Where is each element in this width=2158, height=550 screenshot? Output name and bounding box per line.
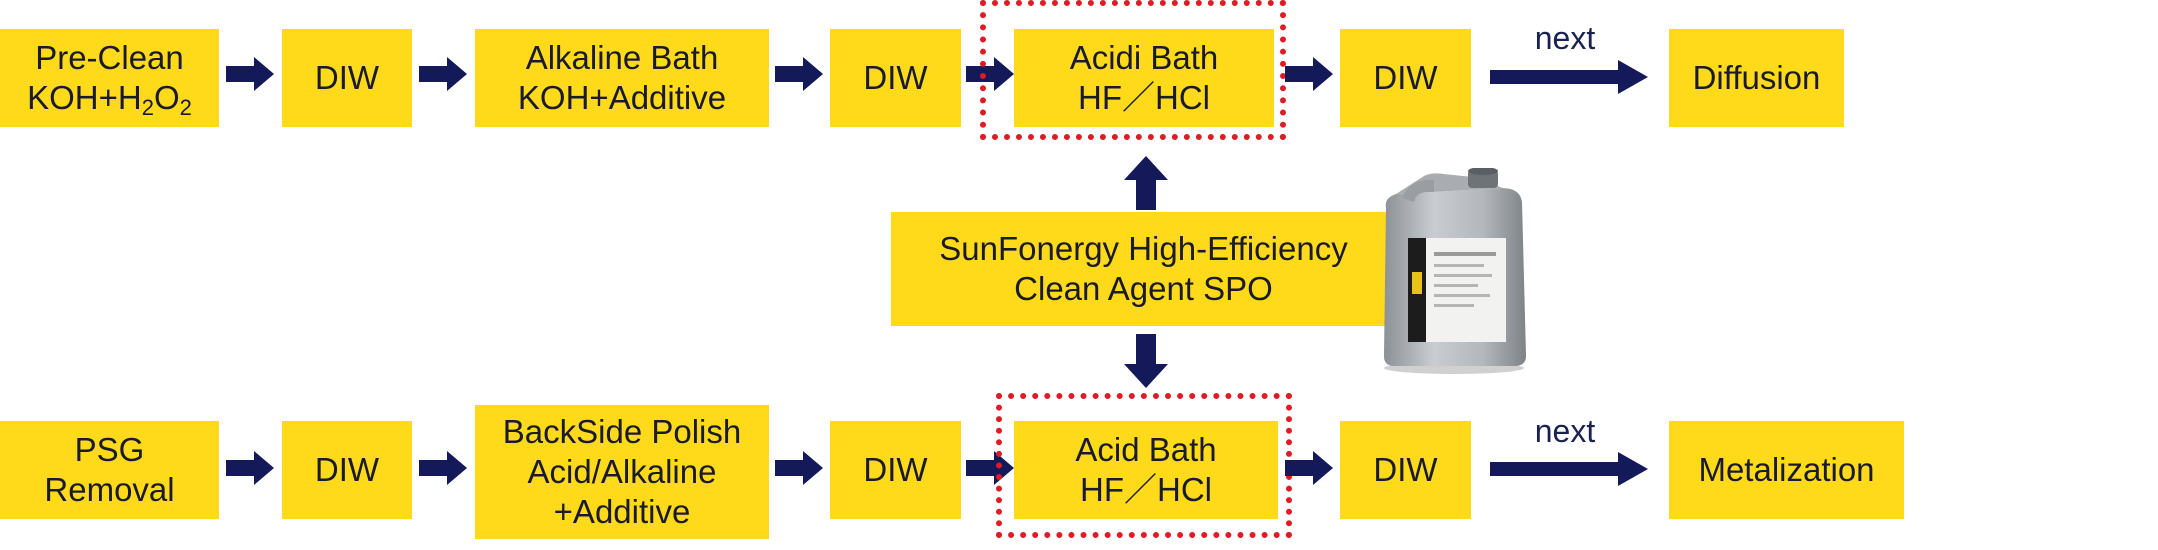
diw-box: DIW [1340,421,1471,519]
flow-arrow [226,451,274,485]
diw-label: DIW [314,451,380,488]
alkaline-bath-label: Alkaline Bath [525,39,719,76]
flow-arrow [419,57,467,91]
backside-polish-label: BackSide Polish [502,413,742,450]
diw-box: DIW [830,29,961,127]
backside-polish-additive: +Additive [553,493,691,530]
pre-clean-label: Pre-Clean [35,39,184,76]
psg-removal-label-2: Removal [44,471,175,508]
diw-label: DIW [1373,451,1438,488]
flow-arrow [775,57,823,91]
flow-arrow [1285,451,1333,485]
acid-bath-chem: HF／HCl [1078,79,1210,116]
diw-label: DIW [1373,59,1438,96]
flow-arrow [966,451,1014,485]
clean-agent-box: SunFonergy High-Efficiency Clean Agent S… [891,212,1396,326]
diffusion-box: Diffusion [1669,29,1844,127]
down-arrow [1124,334,1168,388]
acid-bath-box-bottom: Acid Bath HF／HCl [1014,421,1278,519]
acid-bath-box-top: Acidi Bath HF／HCl [1014,29,1274,127]
diw-box: DIW [282,421,412,519]
clean-agent-product: Clean Agent SPO [1014,270,1273,307]
next-label: next [1534,20,1596,56]
backside-polish-chem: Acid/Alkaline [527,453,717,490]
pre-clean-box: Pre-Clean KOH+H2O2 [0,29,219,127]
flow-arrow [775,451,823,485]
flow-arrow [1285,57,1333,91]
acid-bath-chem: HF／HCl [1080,471,1212,508]
psg-removal-box: PSG Removal [0,421,219,519]
diw-box: DIW [830,421,961,519]
next-arrow [1490,60,1648,94]
diffusion-label: Diffusion [1692,59,1821,96]
diw-box: DIW [1340,29,1471,127]
next-arrow [1490,452,1648,486]
diw-box: DIW [282,29,412,127]
highlight-frame-top [980,0,1286,140]
diw-label: DIW [863,451,928,488]
acid-bath-label: Acidi Bath [1069,39,1219,76]
backside-polish-box: BackSide Polish Acid/Alkaline +Additive [475,405,769,539]
canister-image [1384,168,1526,374]
up-arrow [1124,156,1168,210]
alkaline-bath-box: Alkaline Bath KOH+Additive [475,29,769,127]
alkaline-bath-chem: KOH+Additive [517,79,727,116]
clean-agent-name: SunFonergy High-Efficiency [939,230,1348,267]
metalization-label: Metalization [1698,451,1875,488]
flow-arrow [226,57,274,91]
diw-label: DIW [863,59,928,96]
diw-label: DIW [314,59,380,96]
psg-removal-label: PSG [74,431,145,468]
metalization-box: Metalization [1669,421,1904,519]
next-label: next [1534,413,1596,449]
acid-bath-label: Acid Bath [1075,431,1217,468]
flow-arrow [419,451,467,485]
flow-arrow [966,57,1014,91]
pre-clean-formula: KOH+H2O2 [27,79,192,120]
